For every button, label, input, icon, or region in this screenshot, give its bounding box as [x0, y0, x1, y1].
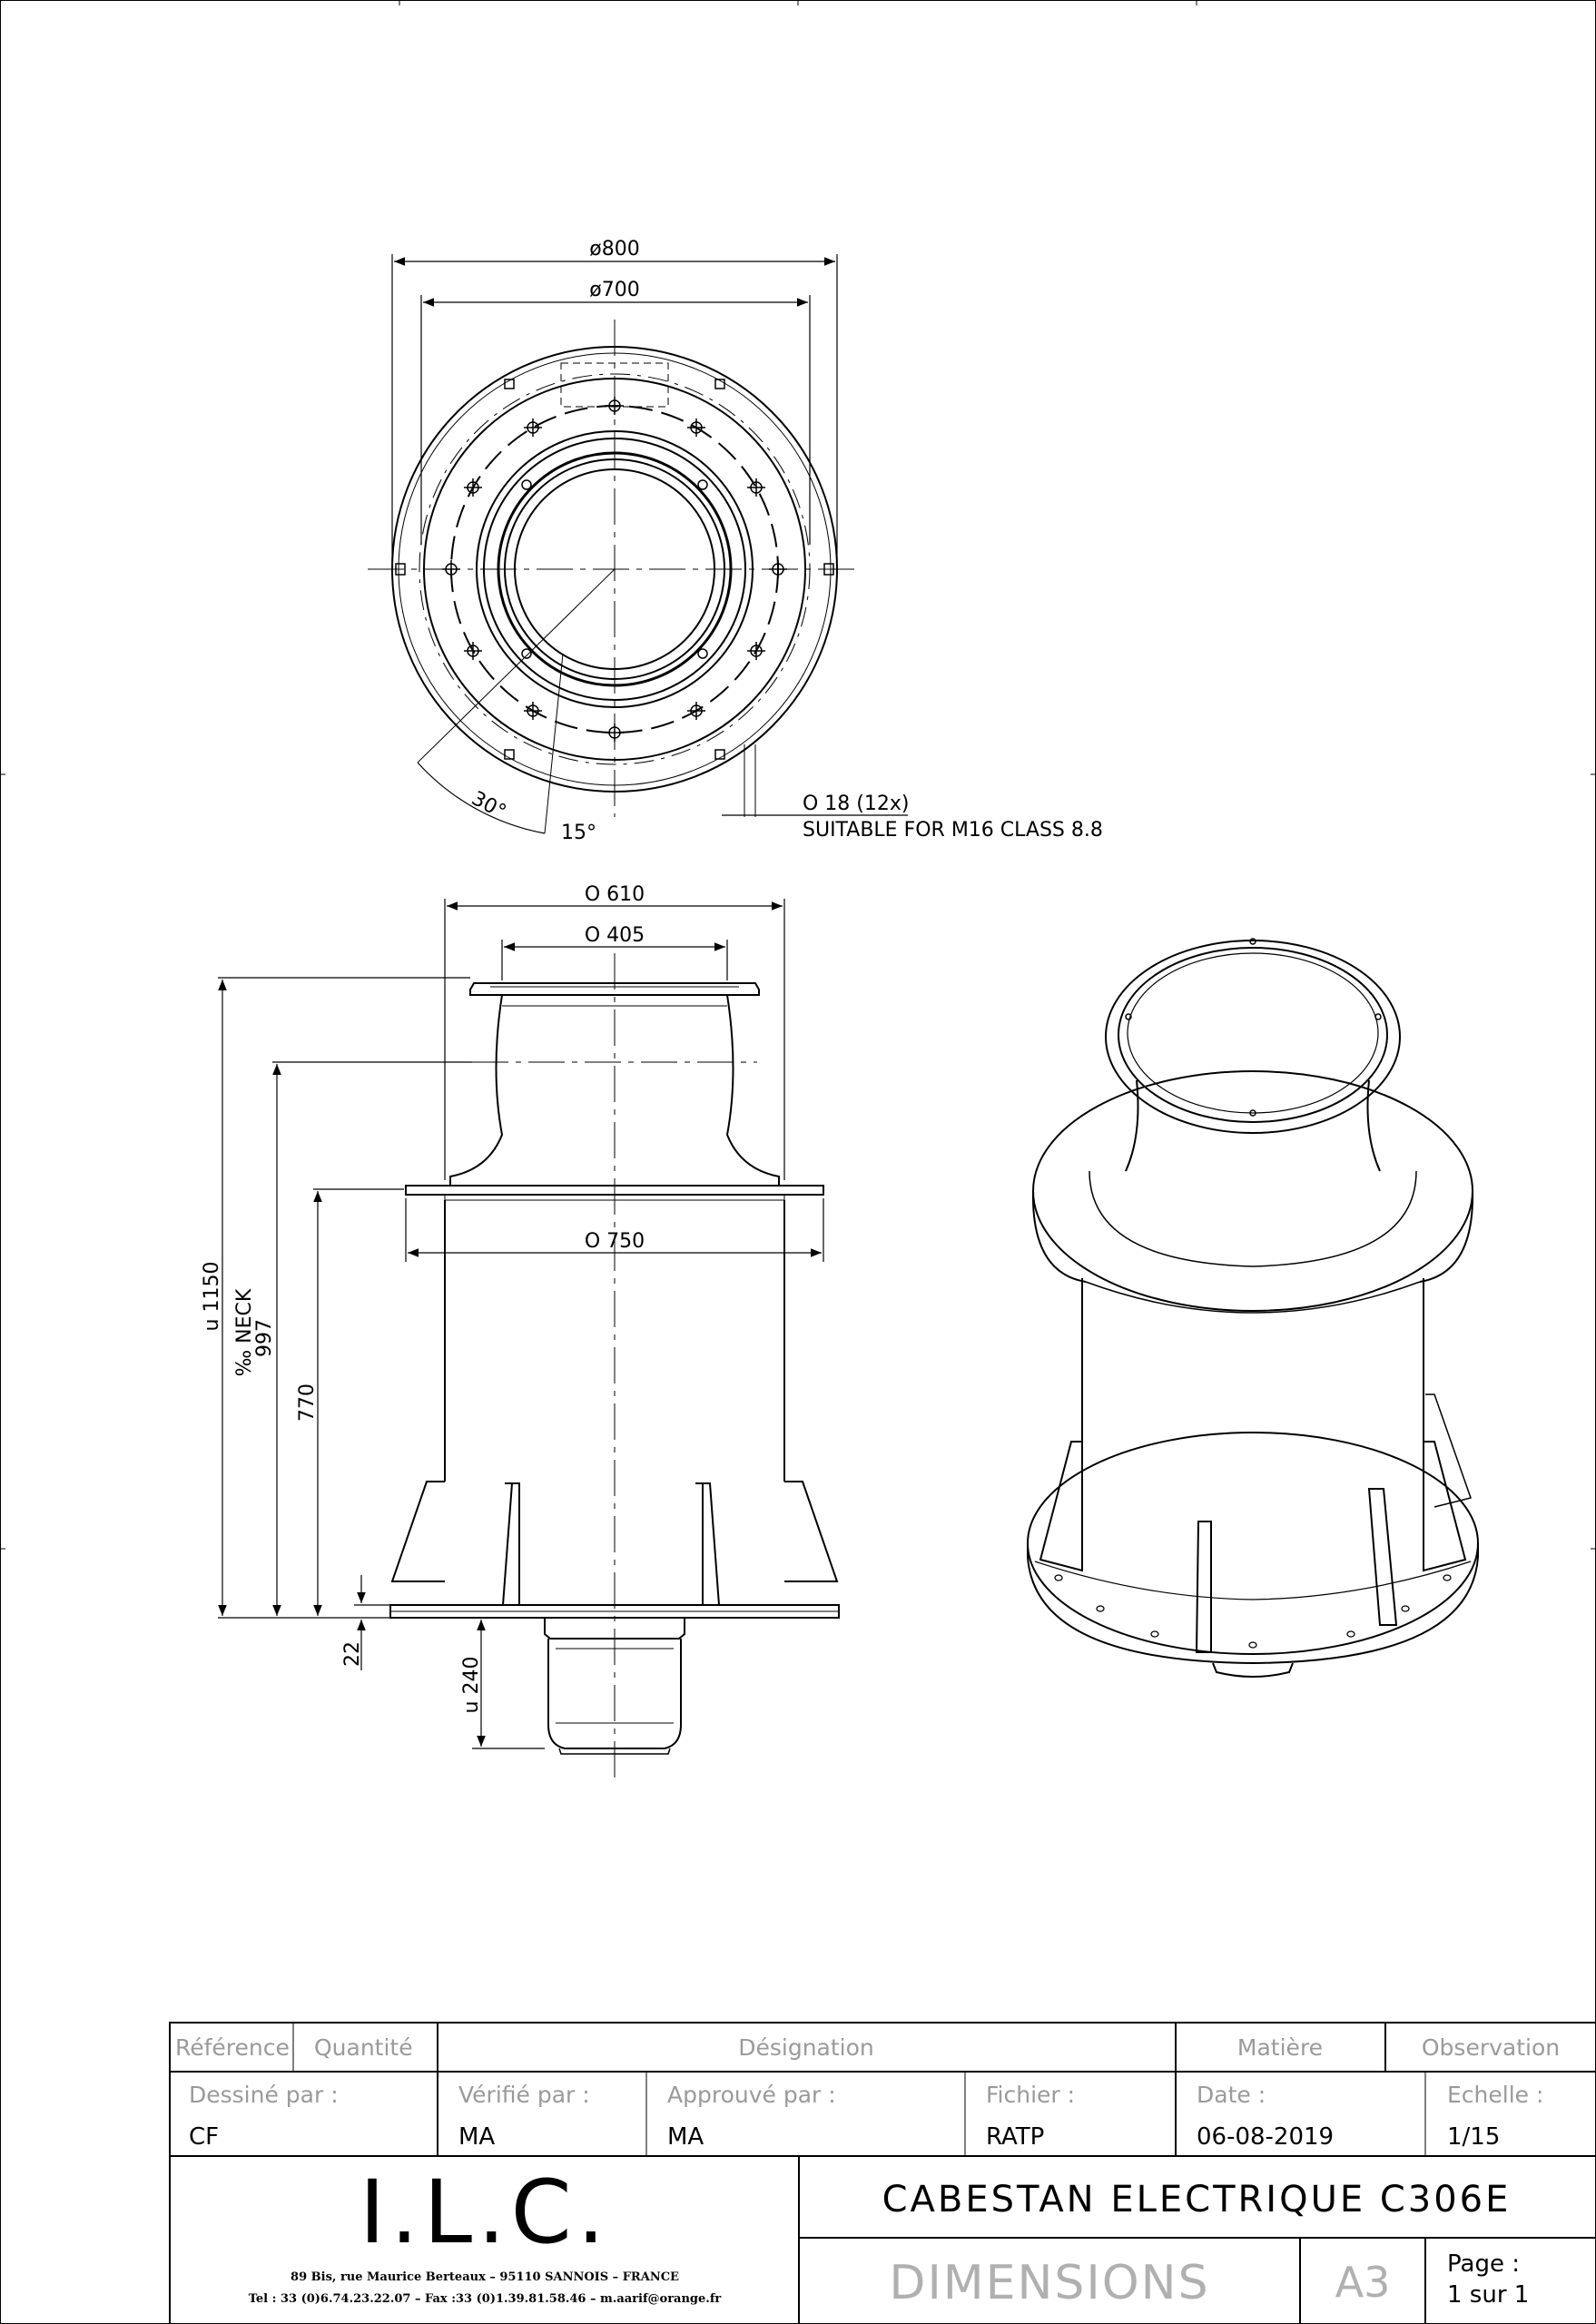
dim-angle-15: 15° — [561, 822, 596, 844]
checked-by-label: Vérifié par : — [458, 2082, 590, 2108]
company-logo: I.L.C. — [360, 2162, 610, 2263]
page-label: Page : — [1447, 2250, 1520, 2278]
approved-by-value: MA — [667, 2123, 704, 2151]
border-ticks — [0, 0, 1596, 1550]
file-value: RATP — [986, 2123, 1044, 2151]
header-observation: Observation — [1422, 2034, 1560, 2061]
header-material: Matière — [1237, 2034, 1323, 2061]
drawing-subtitle: DIMENSIONS — [889, 2256, 1209, 2310]
date-label: Date : — [1197, 2082, 1266, 2108]
company-address: 89 Bis, rue Maurice Berteaux – 95110 SAN… — [291, 2270, 679, 2284]
dim-750: O 750 — [585, 1230, 645, 1253]
drawing-title: CABESTAN ELECTRIQUE C306E — [882, 2179, 1512, 2221]
header-designation: Désignation — [738, 2034, 874, 2061]
dim-neck-997: 997 — [253, 1319, 276, 1357]
scale-value: 1/15 — [1447, 2123, 1500, 2151]
dim-neck-label: ‰ NECK — [233, 1288, 256, 1376]
dim-610: O 610 — [585, 883, 645, 906]
title-block — [169, 2022, 1596, 2324]
dim-height-770: 770 — [296, 1384, 319, 1422]
company-contact: Tel : 33 (0)6.74.23.22.07 – Fax :33 (0)1… — [249, 2292, 722, 2306]
drawn-by-label: Dessiné par : — [189, 2082, 339, 2108]
isometric-view — [1027, 938, 1479, 1678]
approved-by-label: Approuvé par : — [667, 2082, 836, 2108]
dim-angle-30: 30° — [468, 787, 509, 823]
dim-height-1150: u 1150 — [201, 1262, 223, 1332]
top-view-dimensions — [391, 254, 838, 567]
dim-inner-diameter: ø700 — [589, 279, 639, 301]
side-view — [389, 953, 840, 1779]
checked-by-value: MA — [458, 2123, 495, 2151]
drawn-by-value: CF — [189, 2123, 219, 2151]
header-quantity: Quantité — [314, 2034, 413, 2061]
file-label: Fichier : — [986, 2082, 1075, 2108]
date-value: 06-08-2019 — [1197, 2123, 1334, 2151]
dim-outer-diameter: ø800 — [589, 238, 639, 261]
side-view-dimensions — [218, 899, 824, 1749]
hole-note-2: SUITABLE FOR M16 CLASS 8.8 — [803, 819, 1103, 842]
dim-405: O 405 — [585, 924, 645, 947]
header-reference: Référence — [175, 2034, 290, 2061]
dim-height-240: u 240 — [460, 1657, 483, 1714]
page-value: 1 sur 1 — [1447, 2281, 1529, 2309]
hole-note-1: O 18 (12x) — [803, 793, 909, 815]
dim-height-22: 22 — [341, 1641, 364, 1667]
top-view — [368, 320, 908, 834]
sheet-format: A3 — [1335, 2258, 1391, 2307]
scale-label: Echelle : — [1447, 2082, 1543, 2108]
